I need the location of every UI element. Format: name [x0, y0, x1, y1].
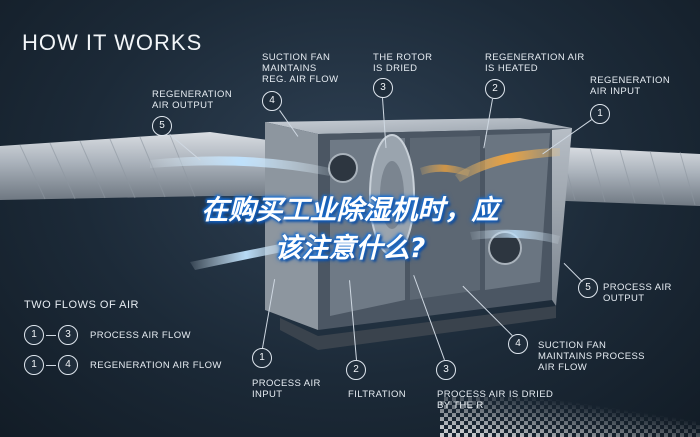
- label-process-output: PROCESS AIR OUTPUT: [603, 282, 672, 304]
- label-rotor-dried: THE ROTOR IS DRIED: [373, 52, 433, 74]
- page-heading: HOW IT WORKS: [22, 30, 203, 55]
- regeneration-air-flow: [420, 148, 560, 182]
- legend-flow2-to: 4: [58, 355, 78, 375]
- label-regen-input: REGENERATION AIR INPUT: [590, 75, 671, 97]
- badge-filtration: 2: [346, 360, 366, 380]
- label-regeneration-output: REGENERATION AIR OUTPUT: [152, 89, 233, 111]
- flows-title: TWO FLOWS OF AIR: [24, 299, 139, 311]
- right-duct: [540, 146, 700, 206]
- badge-suction-fan-process: 4: [508, 334, 528, 354]
- legend-dash: [46, 365, 56, 366]
- legend-flow1-label: PROCESS AIR FLOW: [90, 330, 191, 341]
- badge-rotor-dried: 3: [373, 78, 393, 98]
- badge-suction-fan-regen: 4: [262, 91, 282, 111]
- badge-process-input: 1: [252, 348, 272, 368]
- process-air-flow: [150, 156, 560, 270]
- label-suction-fan-process: SUCTION FAN MAINTAINS PROCESS AIR FLOW: [538, 340, 645, 373]
- legend-flow2-from: 1: [24, 355, 44, 375]
- badge-regen-heated: 2: [485, 79, 505, 99]
- label-regen-heated: REGENERATION AIR IS HEATED: [485, 52, 585, 74]
- left-duct: [0, 132, 268, 200]
- legend-dash: [46, 335, 56, 336]
- legend-flow1-from: 1: [24, 325, 44, 345]
- badge-process-output: 5: [578, 278, 598, 298]
- legend-flow2-label: REGENERATION AIR FLOW: [90, 360, 222, 371]
- badge-regen-input: 1: [590, 104, 610, 124]
- watermark-pattern: [440, 397, 700, 437]
- overlay-title-line2: 该注意什么?: [274, 233, 426, 264]
- legend-flow1-to: 3: [58, 325, 78, 345]
- badge-process-dried: 3: [436, 360, 456, 380]
- label-suction-fan-regen: SUCTION FAN MAINTAINS REG. AIR FLOW: [262, 52, 339, 85]
- label-filtration: FILTRATION: [348, 389, 407, 400]
- overlay-title-line1: 在购买工业除湿机时，应: [201, 195, 499, 226]
- label-process-input: PROCESS AIR INPUT: [252, 378, 321, 400]
- badge-regen-output: 5: [152, 116, 172, 136]
